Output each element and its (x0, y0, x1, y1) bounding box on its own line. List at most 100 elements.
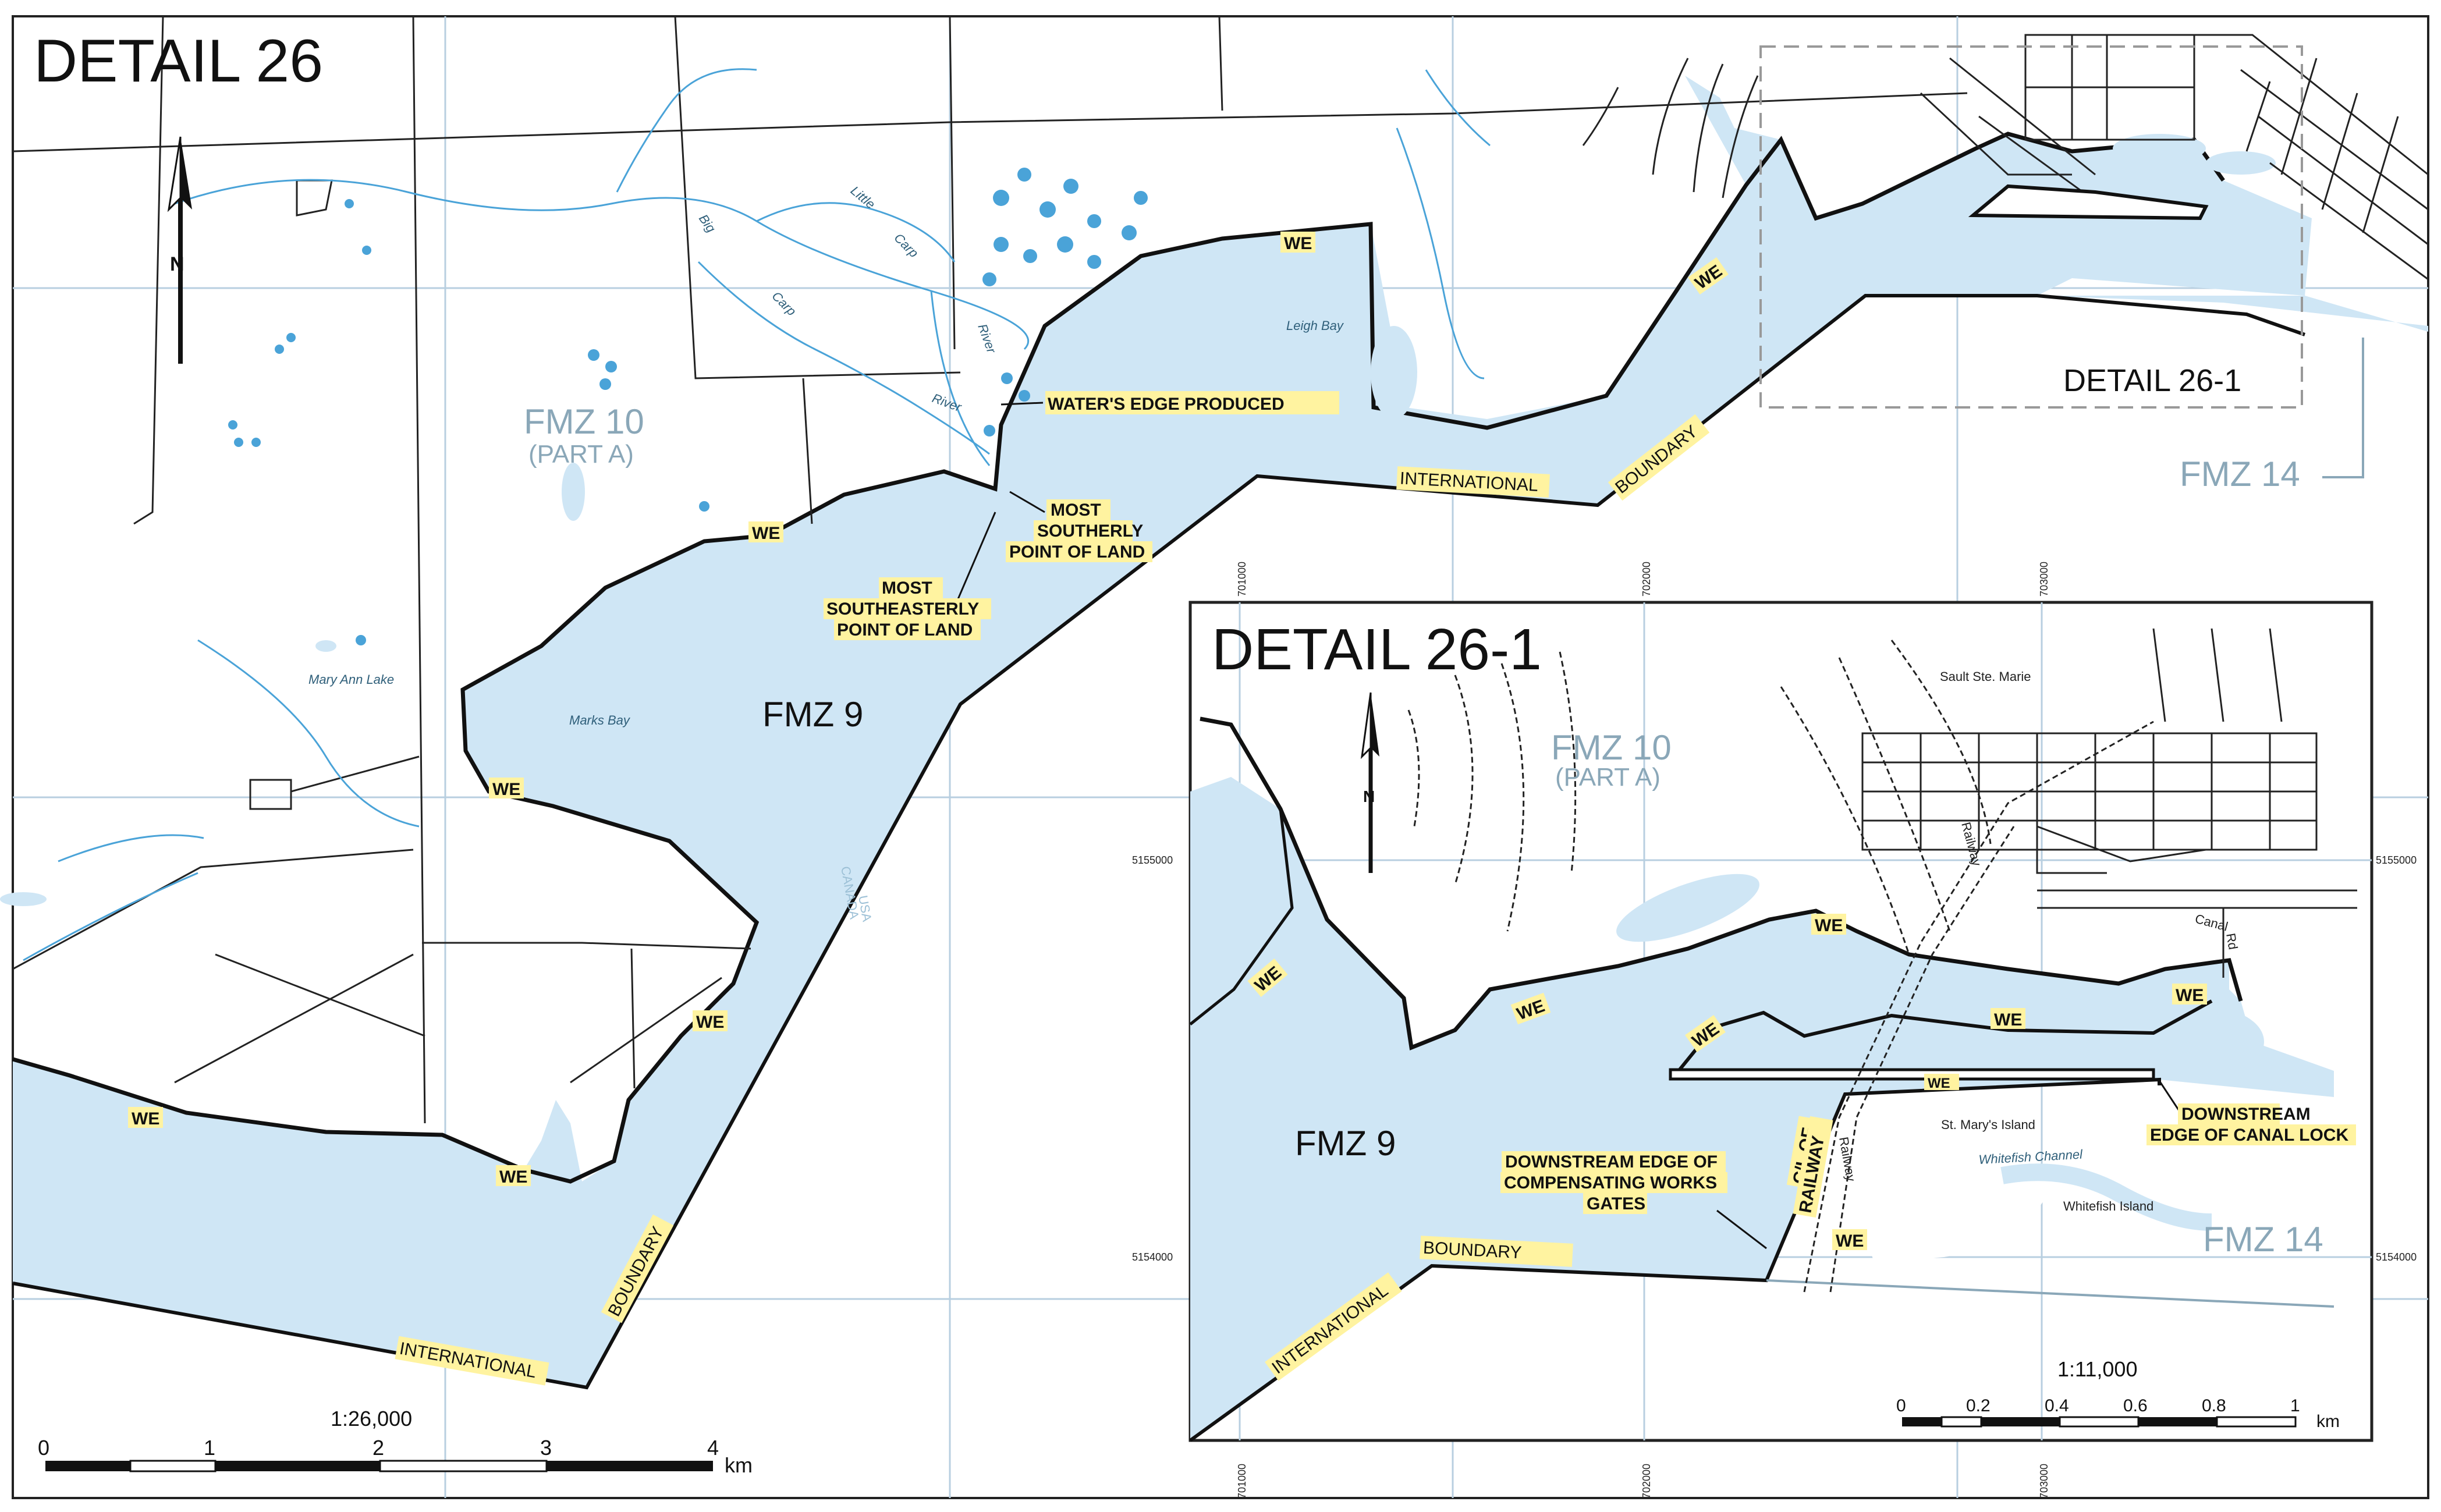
we-label: WE (1284, 234, 1312, 253)
inset-scale-ratio: 1:11,000 (2057, 1357, 2137, 1381)
inset-fmz10-part-label: (PART A) (1555, 763, 1661, 792)
most-southerly-1: MOST (1051, 501, 1101, 520)
main-title: DETAIL 26 (34, 27, 323, 95)
main-scale-ratio: 1:26,000 (331, 1407, 412, 1431)
inset-map: DETAIL 26-1 N FMZ 10 (PART A) FMZ 9 FMZ … (1132, 562, 2417, 1499)
waters-edge-callout: WATER'S EDGE PRODUCED (1048, 395, 1285, 414)
whitefish-channel-line (2000, 1163, 2212, 1231)
main-island-strip (1968, 184, 2209, 221)
main-callouts: WATER'S EDGE PRODUCED MOST SOUTHERLY POI… (824, 391, 1339, 640)
coord-bottom: 703000 (2038, 1464, 2050, 1499)
whitefish-island-label: Whitefish Island (2063, 1199, 2153, 1213)
inset-scale-unit: km (2316, 1412, 2340, 1431)
compensating-2: COMPENSATING WORKS (1504, 1173, 1717, 1192)
most-se-3: POINT OF LAND (837, 620, 973, 640)
coord-bottom: 702000 (1641, 1464, 1652, 1499)
inset-scale-tick: 0.6 (2123, 1396, 2148, 1415)
inset-north-letter: N (1363, 787, 1375, 805)
main-scale-bar: 1:26,000 0 1 2 3 4 km (38, 1407, 753, 1477)
inset-reference-box (1759, 45, 2303, 409)
inset-roads (1861, 628, 2357, 978)
main-scale-tick: 4 (707, 1436, 719, 1460)
inset-scale-tick: 0 (1896, 1396, 1906, 1415)
coord-right: 5154000 (2376, 1251, 2417, 1263)
inset-lock-wall (1669, 1068, 2155, 1081)
coord-top: 702000 (1641, 562, 1652, 597)
inset-island-outline (1674, 999, 2213, 1075)
fmz14-area (2037, 296, 2428, 332)
inset-island-white (1676, 984, 2212, 1071)
inset-fmz14-label: FMZ 14 (2203, 1220, 2323, 1259)
main-scale-unit: km (725, 1453, 753, 1477)
inset-lake (1616, 874, 1759, 942)
most-southerly-3: POINT OF LAND (1009, 542, 1145, 562)
leigh-bay-label: Leigh Bay (1286, 318, 1344, 333)
main-north-letter: N (170, 253, 185, 275)
sault-label: Sault Ste. Marie (1940, 669, 2031, 684)
rd-label: Rd (2223, 932, 2241, 951)
main-shoreline (12, 132, 2225, 1184)
coord-left: 5155000 (1132, 854, 1173, 866)
coord-bottom: 701000 (1236, 1464, 1248, 1499)
coord-left: 5154000 (1132, 1251, 1173, 1263)
inset-scale-tick: 0.8 (2202, 1396, 2226, 1415)
we-label: WE (132, 1109, 159, 1128)
main-scale-tick: 2 (372, 1436, 384, 1460)
st-marys-label: St. Mary's Island (1941, 1117, 2035, 1132)
main-streams (23, 68, 1491, 961)
main-fmz9-label: FMZ 9 (762, 695, 863, 734)
most-se-2: SOUTHEASTERLY (826, 599, 979, 619)
main-scale-tick: 1 (204, 1436, 215, 1460)
inset-fmz14-line (1766, 1279, 2334, 1308)
inset-fmz10-label: FMZ 10 (1551, 728, 1672, 767)
we-label: WE (499, 1167, 527, 1187)
main-we-labels: WE WE WE WE WE WE WE (128, 232, 1729, 1187)
inset-north-arrow: N (1360, 692, 1379, 873)
marks-bay-label: Marks Bay (569, 713, 631, 727)
inset-title: DETAIL 26-1 (1212, 617, 1542, 682)
we-label: WE (2176, 986, 2204, 1005)
mary-ann-lake-label: Mary Ann Lake (308, 672, 394, 687)
inset-rails (1407, 640, 2154, 1293)
international-boundary-line (12, 294, 2305, 1390)
whitefish-island (1845, 1094, 2049, 1263)
downstream-canal-1: DOWNSTREAM (2181, 1105, 2311, 1124)
inset-scale-tick: 0.4 (2045, 1396, 2069, 1415)
main-fmz10-part-label: (PART A) (528, 440, 634, 468)
main-north-arrow: N (167, 136, 192, 364)
inset-scale-bar: 1:11,000 0 0.2 0.4 0.6 0.8 1 km (1896, 1357, 2340, 1431)
compensating-3: GATES (1587, 1194, 1645, 1213)
most-se-1: MOST (882, 578, 932, 598)
main-lakes (0, 134, 2276, 906)
main-inset-box-label: DETAIL 26-1 (2063, 363, 2241, 398)
inset-shoreline (1200, 716, 2243, 1050)
main-fmz10-label: FMZ 10 (524, 402, 644, 441)
main-scale-tick: 0 (38, 1436, 49, 1460)
compensating-1: DOWNSTREAM EDGE OF (1505, 1152, 1718, 1172)
main-fmz14-label: FMZ 14 (2180, 455, 2300, 494)
inset-scale-tick: 0.2 (1966, 1396, 1991, 1415)
main-roads (12, 16, 1968, 1124)
coord-top: 703000 (2038, 562, 2050, 597)
main-city-grid (1582, 34, 2429, 281)
we-label: WE (752, 524, 780, 543)
we-label: WE (1928, 1076, 1950, 1091)
coord-top: 701000 (1236, 562, 1248, 597)
we-label: WE (696, 1013, 724, 1032)
fmz14-leader (2322, 338, 2364, 478)
inset-west-shore (1189, 808, 1294, 1025)
we-label: WE (1994, 1010, 2022, 1030)
main-scale-tick: 3 (540, 1436, 552, 1460)
we-label: WE (1836, 1231, 1864, 1251)
inset-fmz9-label: FMZ 9 (1295, 1124, 1396, 1163)
main-marsh (228, 168, 1148, 645)
inset-coords: 701000 702000 703000 701000 702000 70300… (1132, 562, 2417, 1499)
inset-water (1190, 777, 2334, 1440)
coord-right: 5155000 (2376, 854, 2417, 866)
inset-scale-tick: 1 (2290, 1396, 2300, 1415)
downstream-canal-2: EDGE OF CANAL LOCK (2150, 1126, 2348, 1145)
we-label: WE (492, 780, 520, 799)
we-label: WE (1815, 916, 1843, 935)
